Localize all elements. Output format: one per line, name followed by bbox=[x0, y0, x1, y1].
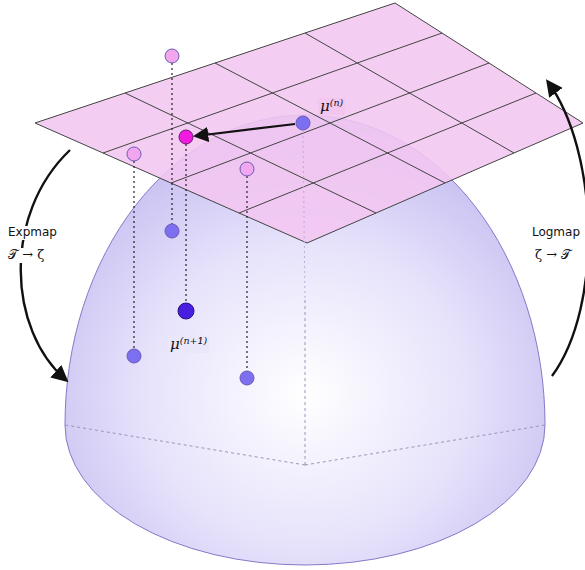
projection-line bbox=[303, 131, 305, 300]
plane-grid bbox=[103, 33, 536, 213]
projection-lines bbox=[134, 63, 247, 371]
update-arrow bbox=[196, 124, 295, 136]
points bbox=[127, 49, 310, 385]
grid-line bbox=[239, 93, 536, 213]
point-label: μ⁽ⁿ⁺¹⁾ bbox=[168, 336, 209, 353]
map-label: ζ → 𝒯 bbox=[533, 248, 573, 263]
expmap-arrow bbox=[21, 150, 70, 380]
map-label: Logmap bbox=[530, 226, 582, 240]
grid-line bbox=[171, 63, 489, 183]
tangent-plane bbox=[35, 3, 583, 243]
axes bbox=[65, 300, 545, 465]
map-label: 𝒯 → ζ bbox=[6, 248, 46, 263]
grid-line bbox=[305, 33, 514, 153]
point-label: μ⁽ⁿ⁾ bbox=[318, 98, 345, 115]
map-label: Expmap bbox=[6, 226, 59, 240]
